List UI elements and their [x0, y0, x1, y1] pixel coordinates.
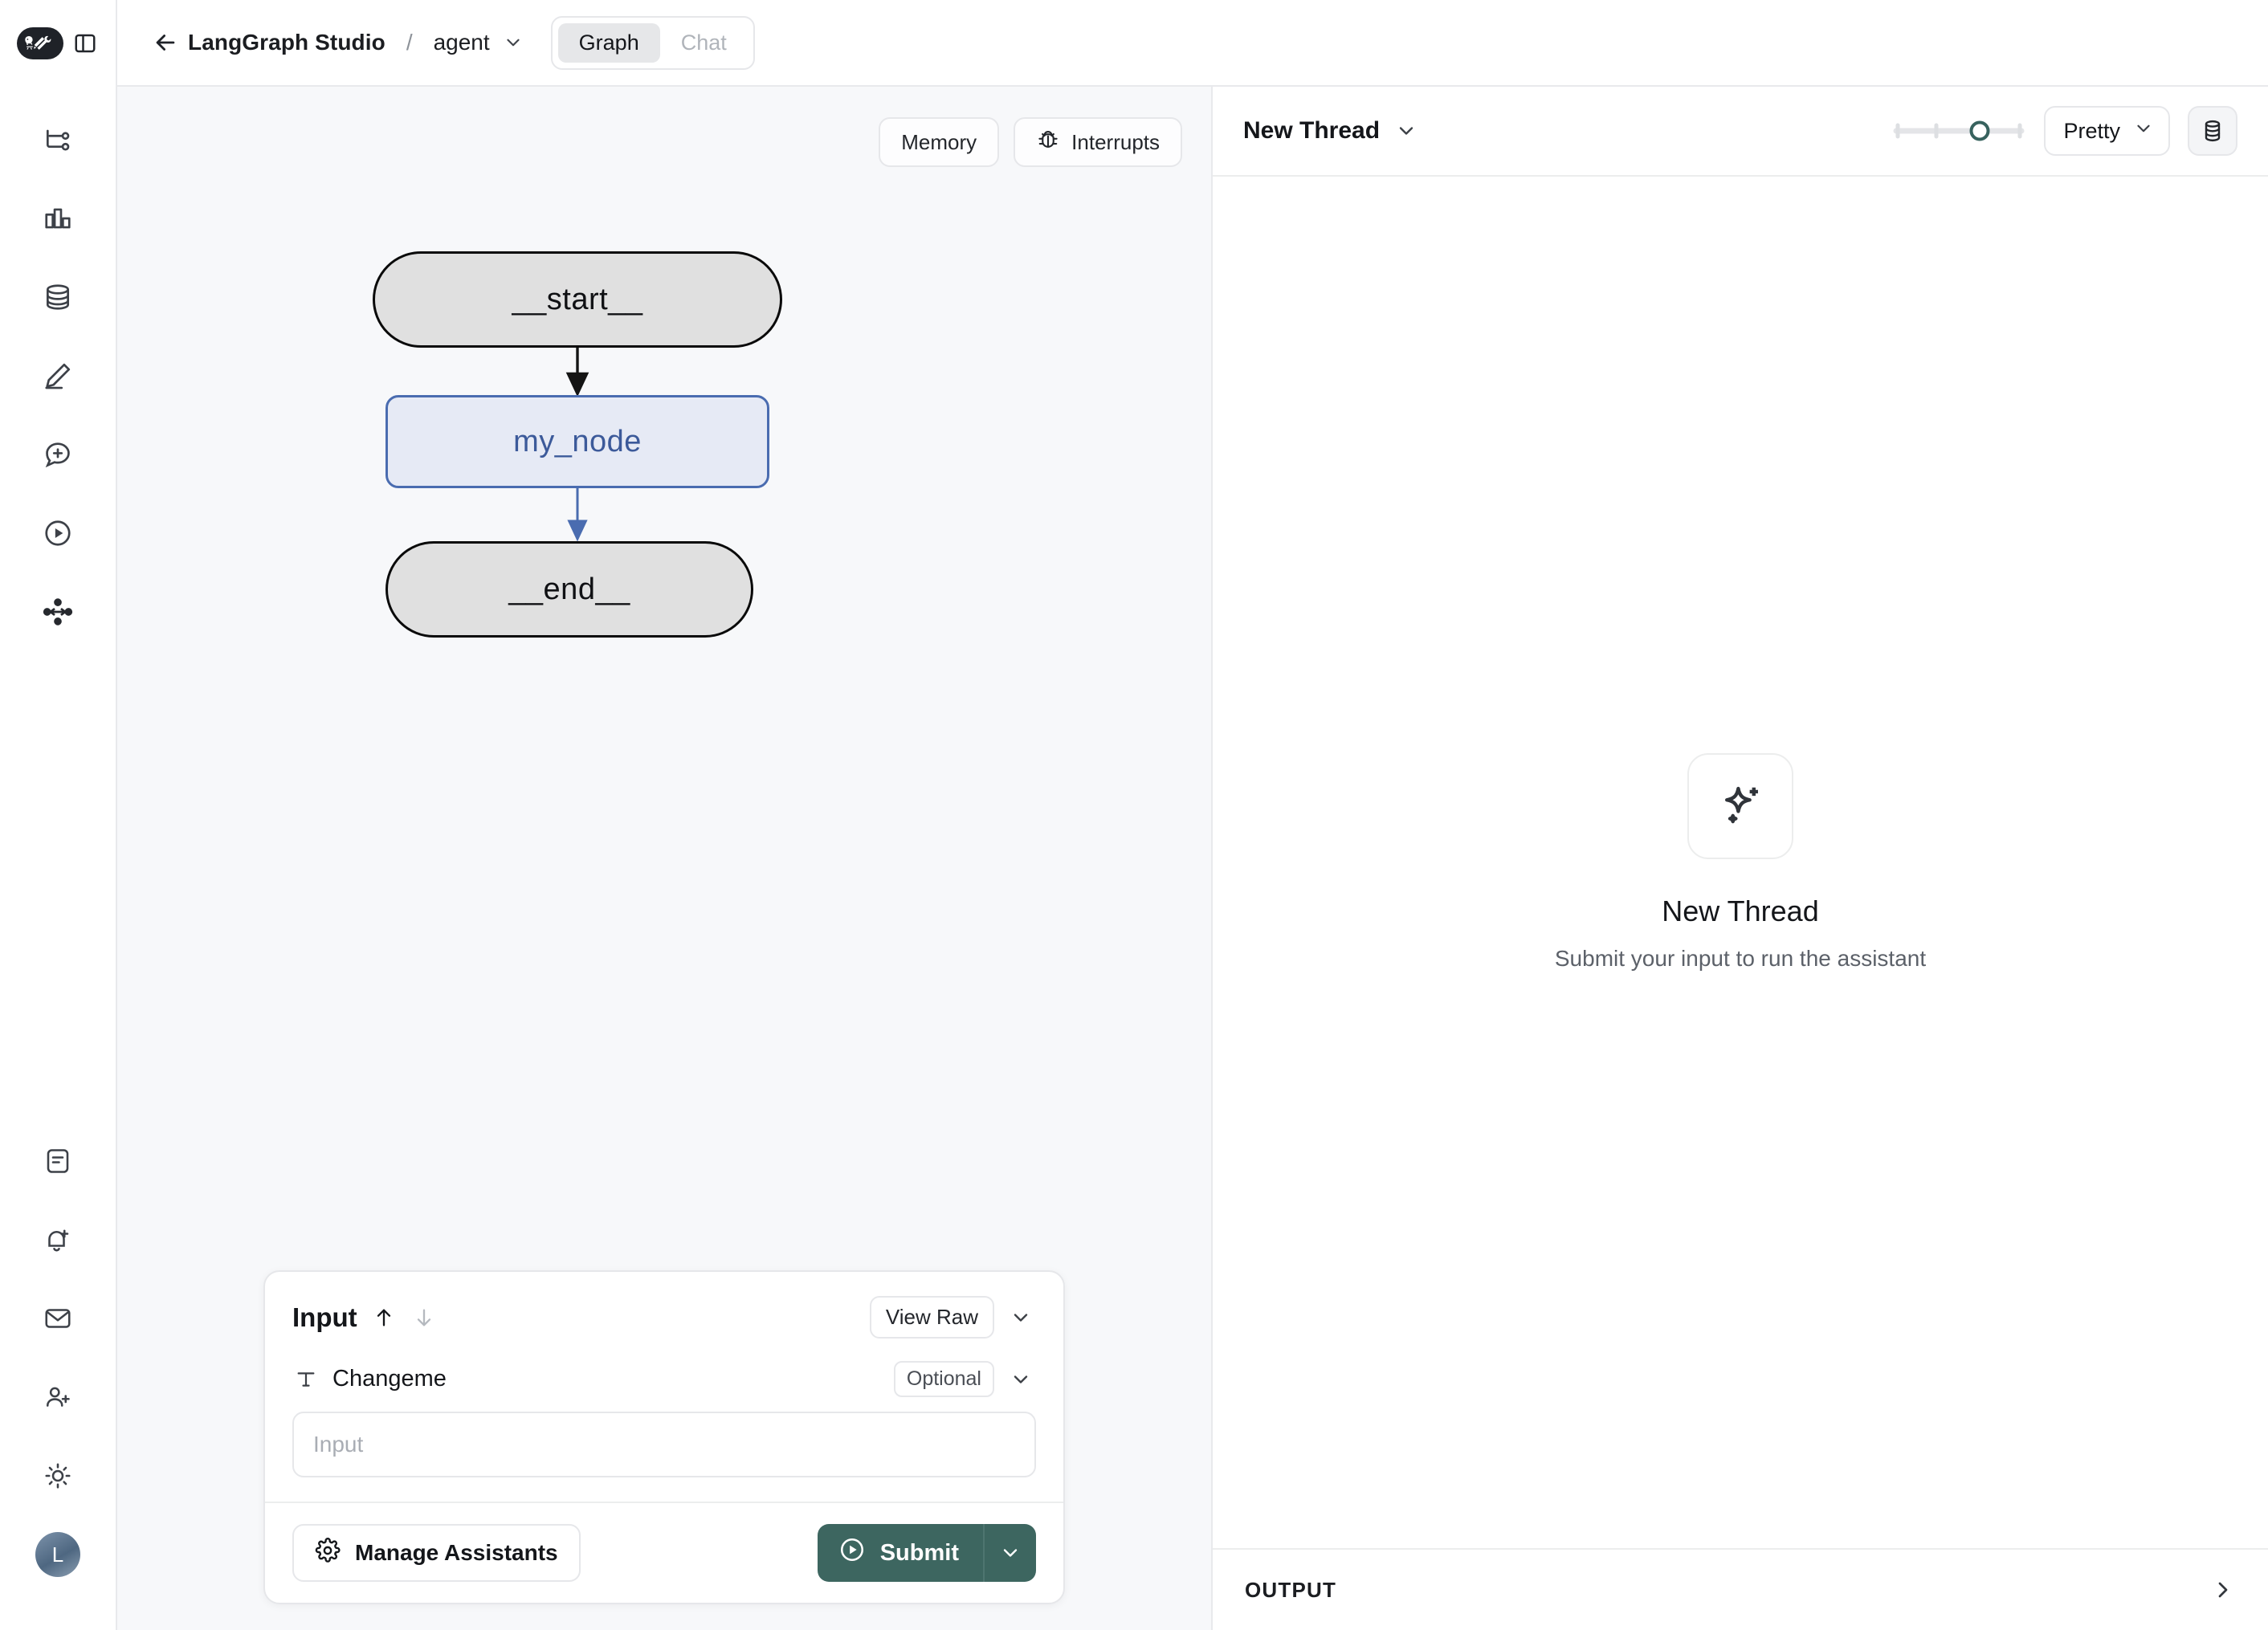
thread-pane: New Thread — [1213, 87, 2268, 1630]
body-split: Memory Interrupts — [117, 87, 2268, 1630]
avatar-initial: L — [51, 1542, 64, 1567]
input-field-actions: Optional — [893, 1361, 1036, 1397]
rail-logo-row — [0, 0, 116, 87]
langchain-parrot-tool-logo-icon[interactable] — [17, 27, 63, 59]
empty-state-subtitle: Submit your input to run the assistant — [1554, 946, 1927, 971]
page-title[interactable]: LangGraph Studio — [188, 30, 385, 55]
changeme-input[interactable] — [292, 1412, 1036, 1477]
tab-graph[interactable]: Graph — [557, 22, 660, 63]
input-field-label: Changeme — [332, 1366, 447, 1392]
left-rail: L — [0, 0, 117, 1630]
sidebar-toggle-icon[interactable] — [71, 30, 99, 57]
pencil-icon[interactable] — [35, 353, 80, 398]
sparkle-icon — [1687, 753, 1793, 859]
thread-selector-label[interactable]: New Thread — [1243, 117, 1381, 144]
memory-button[interactable]: Memory — [879, 117, 1000, 167]
view-mode-tabs: Graph Chat — [550, 15, 755, 70]
thread-header: New Thread — [1213, 87, 2268, 177]
database-icon[interactable] — [35, 275, 80, 320]
arrow-down-icon[interactable] — [410, 1304, 438, 1331]
format-select-chevron-down-icon — [2133, 118, 2154, 145]
format-select-label: Pretty — [2063, 118, 2120, 143]
optional-badge[interactable]: Optional — [893, 1361, 994, 1397]
breadcrumb-separator: / — [406, 30, 413, 55]
submit-button-group: Submit — [817, 1524, 1036, 1582]
graph-node-start-label: __start__ — [512, 282, 643, 316]
graph-canvas[interactable]: __start__ my_node __end__ — [117, 87, 1211, 1630]
assistant-selector-label[interactable]: agent — [433, 30, 490, 55]
memory-button-label: Memory — [901, 129, 977, 154]
graph-toolbar: Memory Interrupts — [879, 117, 1182, 167]
graph-node-start[interactable]: __start__ — [373, 251, 782, 348]
bar-chart-icon[interactable] — [35, 196, 80, 241]
graph-node-my-node-label: my_node — [513, 424, 642, 458]
main-area: LangGraph Studio / agent Graph Chat Memo… — [117, 0, 2268, 1630]
topbar: LangGraph Studio / agent Graph Chat — [117, 0, 2268, 87]
chevron-down-icon[interactable] — [503, 32, 524, 53]
submit-button-label: Submit — [879, 1539, 959, 1566]
input-field-header: Changeme Optional — [265, 1343, 1063, 1397]
input-panel: Input View Raw — [263, 1270, 1065, 1604]
arrow-up-icon[interactable] — [370, 1304, 398, 1331]
chat-plus-icon[interactable] — [35, 432, 80, 477]
input-panel-title: Input — [292, 1302, 357, 1332]
manage-assistants-button[interactable]: Manage Assistants — [292, 1524, 581, 1582]
thread-header-actions: Pretty — [1891, 106, 2237, 156]
share-network-icon[interactable] — [35, 589, 80, 634]
empty-state-title: New Thread — [1662, 894, 1819, 927]
bug-icon — [1036, 128, 1060, 157]
avatar[interactable]: L — [35, 1532, 80, 1577]
notes-icon[interactable] — [35, 1139, 80, 1184]
chevron-right-icon[interactable] — [2210, 1577, 2236, 1603]
play-circle-icon[interactable] — [35, 511, 80, 556]
graph-pane: Memory Interrupts — [117, 87, 1213, 1630]
input-panel-header: Input View Raw — [265, 1272, 1063, 1343]
output-bar[interactable]: OUTPUT — [1213, 1548, 2268, 1630]
input-panel-collapse-chevron-down-icon[interactable] — [1006, 1302, 1036, 1333]
submit-options-chevron-down-icon[interactable] — [983, 1524, 1036, 1582]
sun-icon[interactable] — [35, 1453, 80, 1498]
database-stack-icon[interactable] — [2188, 106, 2237, 156]
text-type-icon — [292, 1366, 320, 1393]
user-plus-icon[interactable] — [35, 1375, 80, 1420]
gear-icon — [315, 1537, 341, 1569]
input-field-wrap — [265, 1397, 1063, 1502]
input-field-chevron-down-icon[interactable] — [1006, 1364, 1036, 1395]
graph-branch-icon[interactable] — [35, 117, 80, 162]
interrupts-button[interactable]: Interrupts — [1014, 117, 1182, 167]
arrow-left-icon[interactable] — [148, 25, 183, 60]
format-select[interactable]: Pretty — [2044, 106, 2170, 156]
submit-button[interactable]: Submit — [817, 1524, 983, 1582]
rail-bottom-group: L — [35, 1139, 80, 1630]
graph-node-my-node[interactable]: my_node — [385, 395, 769, 488]
envelope-icon[interactable] — [35, 1296, 80, 1341]
input-panel-footer: Manage Assistants Submit — [265, 1502, 1063, 1603]
input-panel-header-actions: View Raw — [869, 1296, 1036, 1339]
graph-node-end-label: __end__ — [508, 572, 630, 606]
output-label: OUTPUT — [1245, 1577, 1337, 1602]
rail-top-group — [35, 117, 80, 634]
thread-selector-chevron-down-icon[interactable] — [1391, 116, 1422, 146]
manage-assistants-label: Manage Assistants — [355, 1540, 558, 1565]
graph-node-end[interactable]: __end__ — [385, 541, 753, 638]
thread-body: New Thread Submit your input to run the … — [1213, 177, 2268, 1548]
tab-chat[interactable]: Chat — [680, 30, 727, 55]
view-raw-button[interactable]: View Raw — [869, 1296, 994, 1339]
history-slider[interactable] — [1891, 116, 2026, 146]
empty-state: New Thread Submit your input to run the … — [1555, 753, 1926, 972]
bell-plus-icon[interactable] — [35, 1217, 80, 1262]
play-circle-icon — [838, 1536, 866, 1570]
graph-edges — [565, 348, 589, 542]
interrupts-button-label: Interrupts — [1071, 129, 1160, 154]
